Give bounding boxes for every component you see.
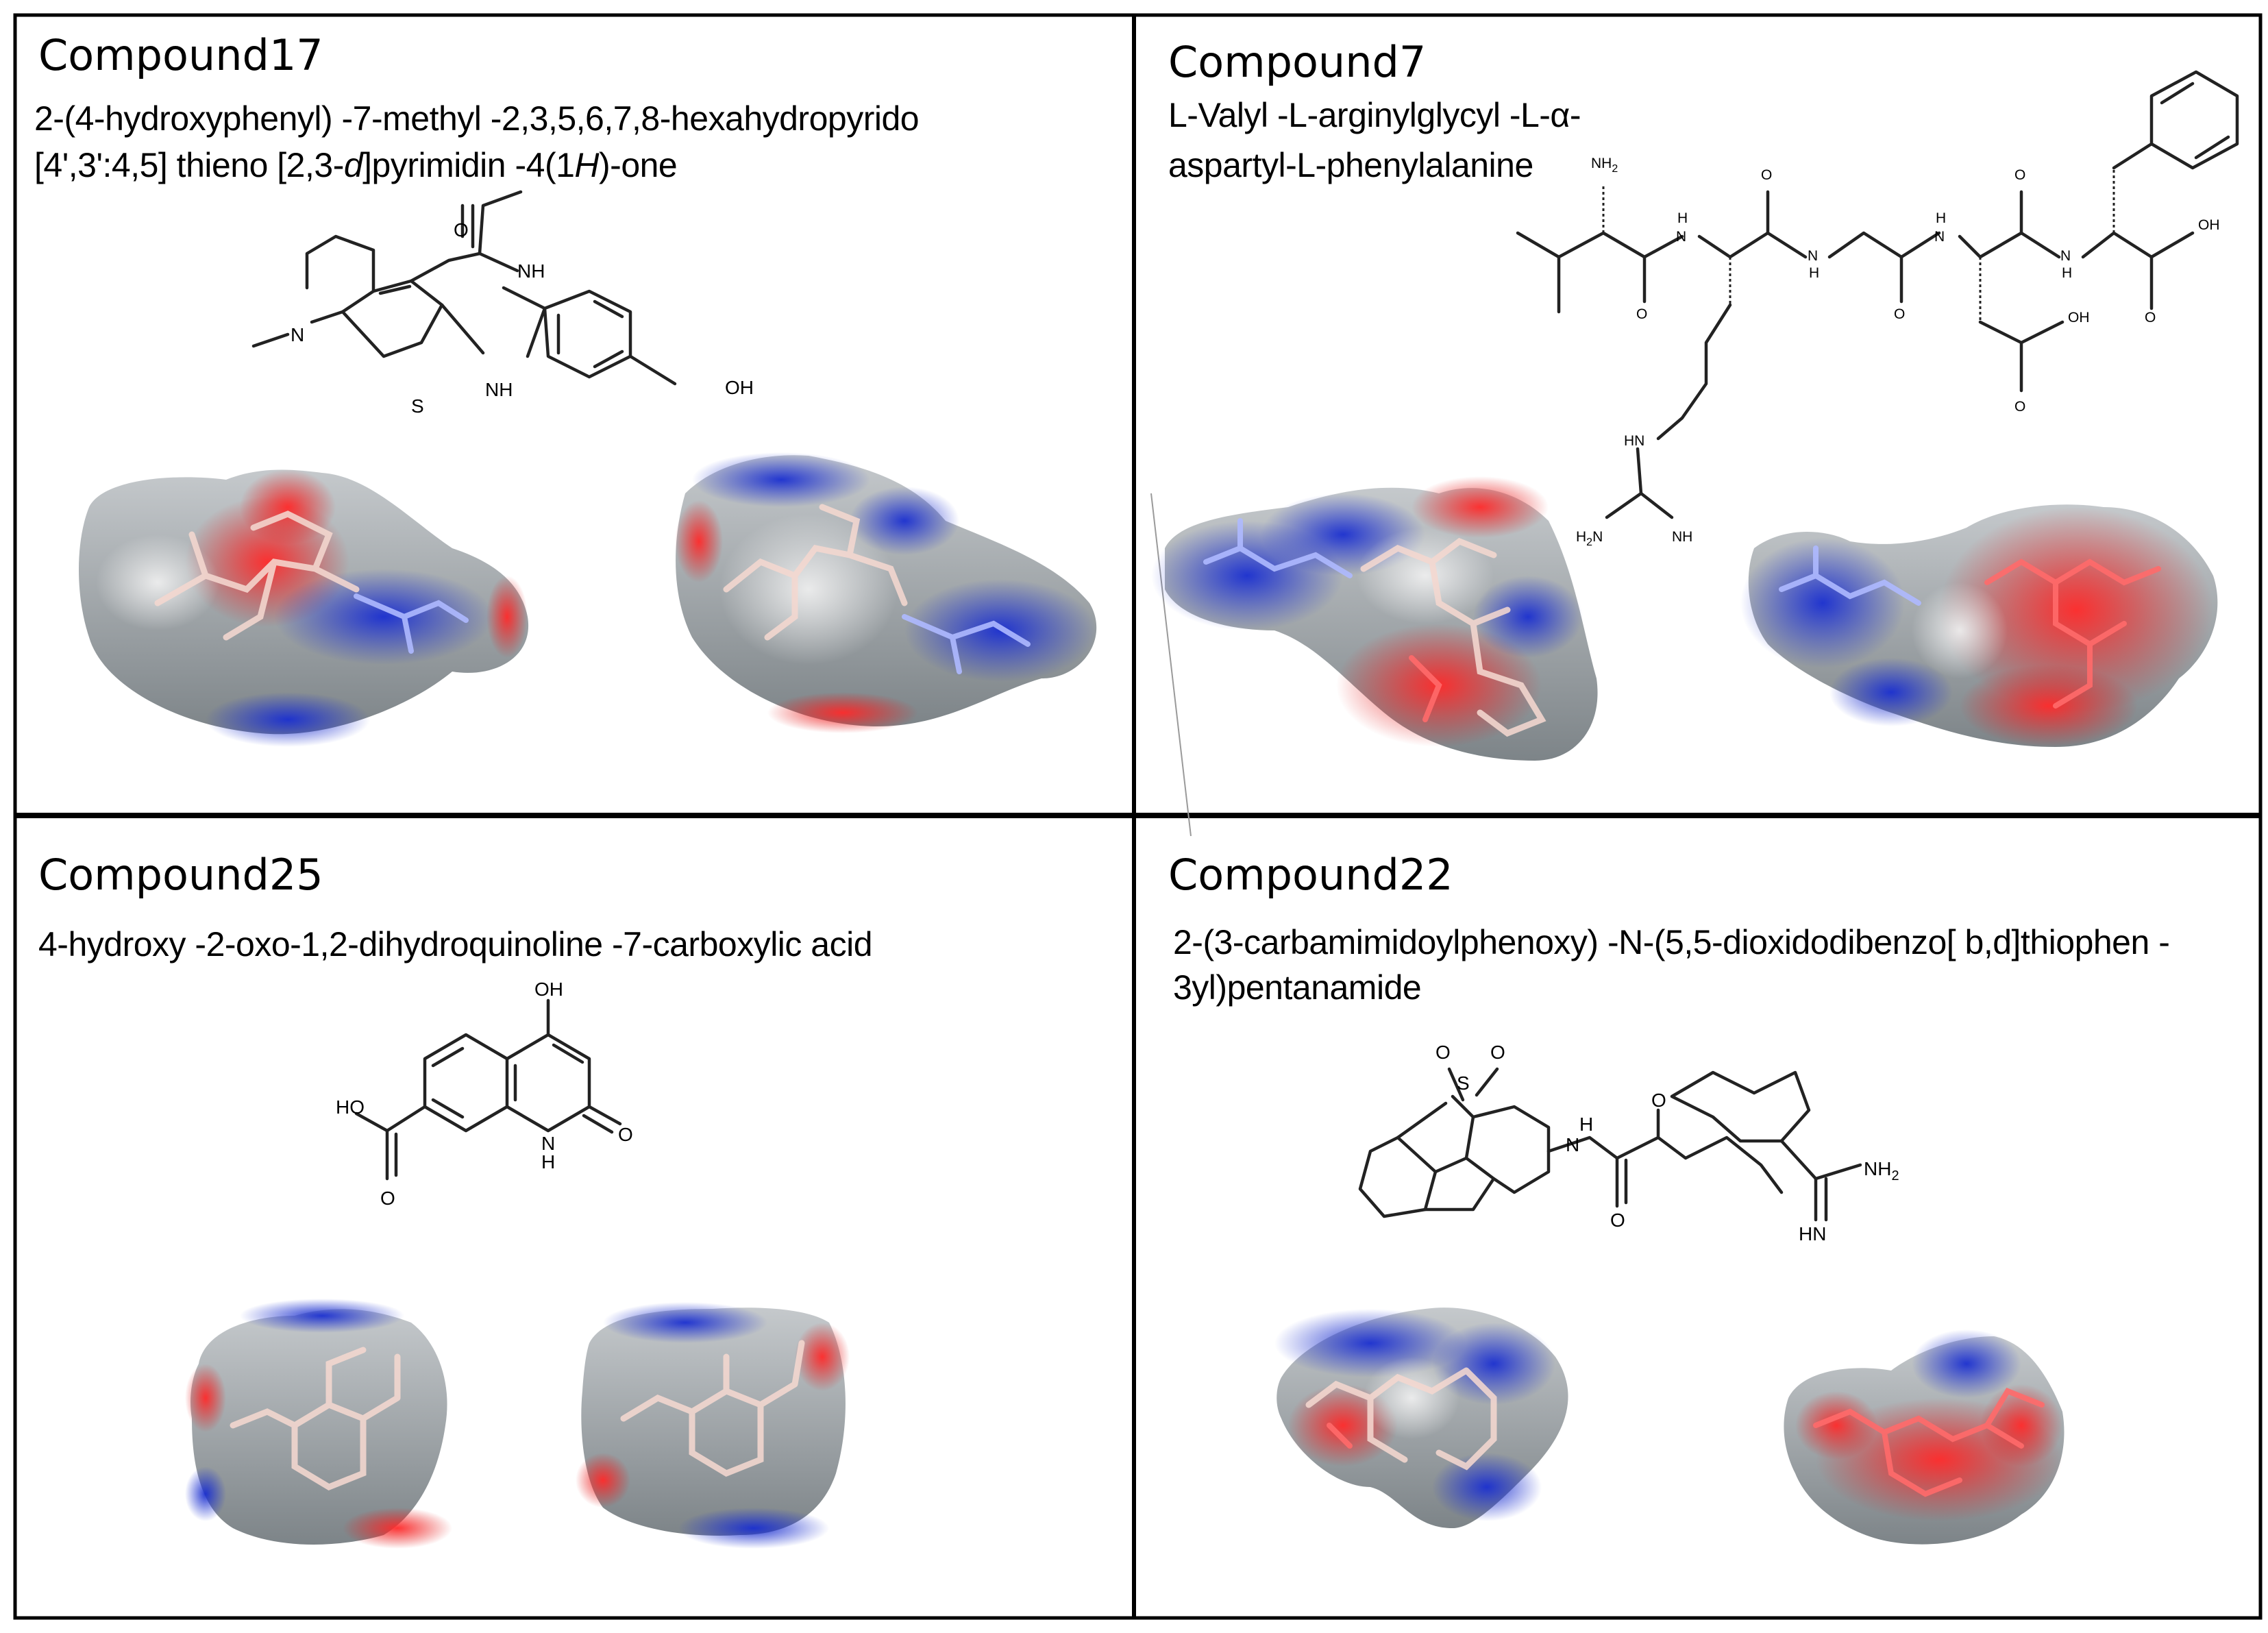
electrostatic-surface-view-2 <box>1740 504 2218 747</box>
panel-compound17: Compound17 2-(4-hydroxyphenyl) -7-methyl… <box>34 30 1097 747</box>
iupac-name-line2: [4',3':4,5] thieno [2,3-d]pyrimidin -4(1… <box>34 146 677 184</box>
electrostatic-surface-view-1 <box>79 469 529 747</box>
atom-label: H <box>541 1151 555 1172</box>
atom-label: H <box>2062 265 2072 281</box>
atom-label: N <box>1808 248 1818 264</box>
atom-label: O <box>1894 306 1905 322</box>
atom-label: O <box>618 1124 633 1145</box>
atom-label: H2N <box>1576 529 1603 548</box>
atom-label: NH2 <box>1591 156 1618 175</box>
atom-label: HN <box>1799 1223 1826 1244</box>
atom-label: O <box>1610 1210 1625 1231</box>
iupac-name-line2: aspartyl-L-phenylalanine <box>1168 146 1533 184</box>
iupac-name-line2: 3yl)pentanamide <box>1173 968 1421 1007</box>
atom-label: H <box>1809 265 1819 281</box>
atom-label: N <box>1934 229 1945 245</box>
atom-label: NH2 <box>1864 1158 1899 1183</box>
atom-label: S <box>1457 1072 1470 1094</box>
atom-label: HO <box>336 1096 365 1118</box>
structure-diagram: O NH NH N S OH <box>251 190 754 417</box>
electrostatic-surface-view-1 <box>185 1299 452 1549</box>
electrostatic-surface-view-2 <box>576 1302 850 1549</box>
atom-label: OH <box>534 979 563 1000</box>
panel-title: Compound22 <box>1168 850 1453 900</box>
atom-label: O <box>1435 1042 1451 1063</box>
atom-label: O <box>380 1188 395 1209</box>
atom-label: NH <box>485 379 513 400</box>
atom-label: O <box>2145 310 2156 326</box>
atom-label: N <box>1676 229 1686 245</box>
atom-label: OH <box>725 377 754 398</box>
atom-label: O <box>2014 167 2025 183</box>
atom-label: OH <box>2068 310 2090 326</box>
electrostatic-surface-view-1 <box>1151 476 1598 761</box>
structure-diagram: S O O H N O O NH2 HN <box>1358 1042 1899 1244</box>
structure-diagram: NH2 O H N O N H O H N O OH O N H OH O HN… <box>1516 70 2239 548</box>
panel-title: Compound17 <box>38 30 323 80</box>
atom-label: N <box>291 324 304 345</box>
structure-diagram: OH HO O N H O <box>336 979 633 1209</box>
panel-title: Compound25 <box>38 850 323 900</box>
atom-label: O <box>1761 167 1772 183</box>
atom-label: S <box>411 395 424 417</box>
electrostatic-surface-view-2 <box>1784 1329 2064 1545</box>
electrostatic-surface-view-2 <box>675 452 1097 733</box>
atom-label: N <box>2060 248 2071 264</box>
atom-label: O <box>1636 306 1647 322</box>
atom-label: N <box>1566 1134 1579 1155</box>
iupac-name-line1: L-Valyl -L-arginylglycyl -L-α- <box>1168 96 1581 134</box>
atom-label: O <box>2014 399 2025 415</box>
atom-label: HN <box>1624 433 1644 449</box>
iupac-name-line1: 2-(3-carbamimidoylphenoxy) -N-(5,5-dioxi… <box>1173 923 2169 961</box>
atom-label: N <box>541 1133 555 1154</box>
atom-label: NH <box>1672 529 1692 545</box>
atom-label: O <box>1490 1042 1505 1063</box>
panel-compound22: Compound22 2-(3-carbamimidoylphenoxy) -N… <box>1168 850 2170 1545</box>
atom-label: NH <box>517 260 545 282</box>
iupac-name-line1: 4-hydroxy -2-oxo-1,2-dihydroquinoline -7… <box>38 925 872 963</box>
panel-compound7: Compound7 L-Valyl -L-arginylglycyl -L-α-… <box>1151 37 2239 761</box>
atom-label: OH <box>2198 217 2220 233</box>
electrostatic-surface-view-1 <box>1274 1307 1568 1528</box>
atom-label: H <box>1677 210 1688 226</box>
panel-title: Compound7 <box>1168 37 1426 87</box>
atom-label: O <box>1651 1090 1666 1111</box>
panel-grid <box>13 13 2263 1620</box>
panel-compound25: Compound25 4-hydroxy -2-oxo-1,2-dihydroq… <box>38 850 873 1549</box>
atom-label: O <box>454 219 469 241</box>
atom-label: H <box>1579 1114 1593 1135</box>
iupac-name-line1: 2-(4-hydroxyphenyl) -7-methyl -2,3,5,6,7… <box>34 99 919 138</box>
atom-label: H <box>1936 210 1946 226</box>
